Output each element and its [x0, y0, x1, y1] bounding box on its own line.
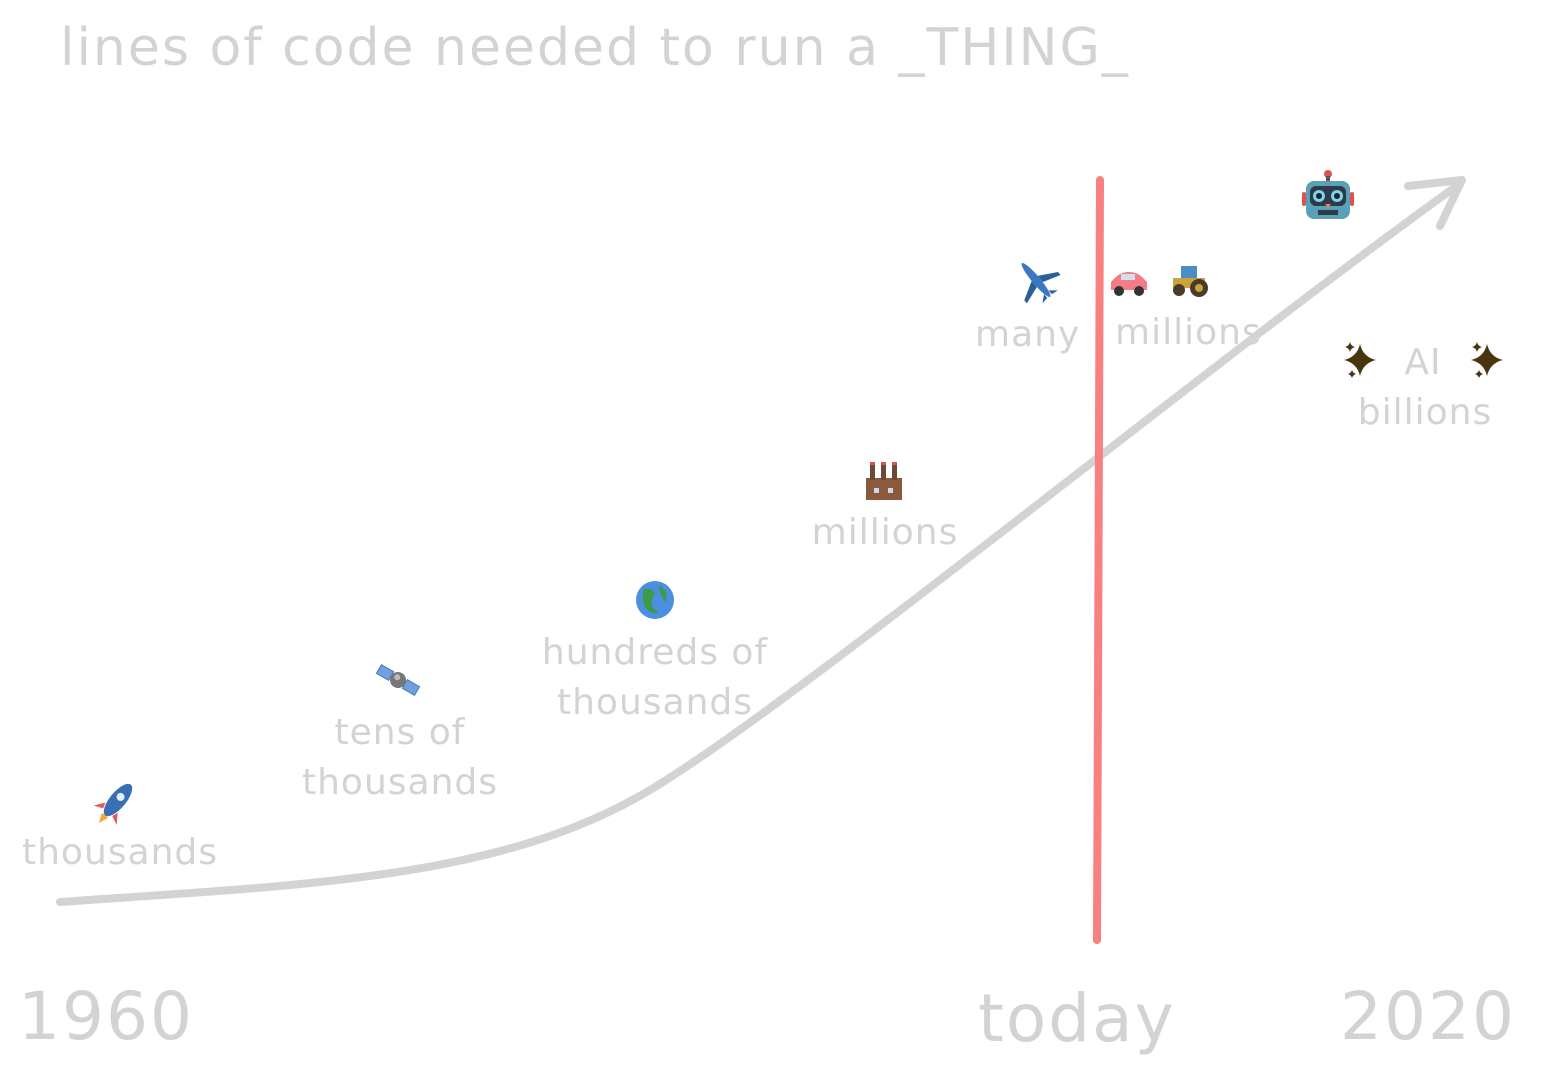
- growth-curve-arrowhead: [1404, 176, 1466, 230]
- sparkles-icon: [1471, 342, 1503, 378]
- robot-icon: [1302, 170, 1354, 219]
- factory-icon: [866, 462, 902, 500]
- growth-curve: [56, 181, 1462, 906]
- airplane-icon: [1021, 262, 1061, 304]
- milestone-label-millions-factory: millions: [811, 512, 959, 553]
- satellite-icon: [375, 663, 421, 697]
- today-line: [1093, 176, 1104, 944]
- axis-end-label: 2020: [1340, 978, 1516, 1055]
- milestone-label-many: many: [975, 314, 1081, 355]
- tractor-icon: [1173, 266, 1208, 297]
- rocket-icon: [93, 783, 133, 825]
- milestone-label-billions: billions: [1357, 392, 1493, 433]
- milestone-label-hundreds-of-thousands: hundreds of thousands: [541, 632, 769, 723]
- axis-today-label: today: [978, 980, 1176, 1057]
- globe-icon: [636, 581, 674, 619]
- milestone-label-millions-vehicles: millions: [1115, 312, 1262, 353]
- milestone-label-thousands: thousands: [21, 832, 218, 873]
- diagram-title: lines of code needed to run a _THING_: [60, 18, 1130, 78]
- milestone-label-tens-of-thousands: tens of thousands: [301, 712, 498, 803]
- axis-start-label: 1960: [18, 978, 194, 1055]
- car-icon: [1111, 272, 1147, 296]
- sparkles-icon: [1344, 342, 1376, 378]
- milestone-label-ai: AI: [1404, 342, 1442, 383]
